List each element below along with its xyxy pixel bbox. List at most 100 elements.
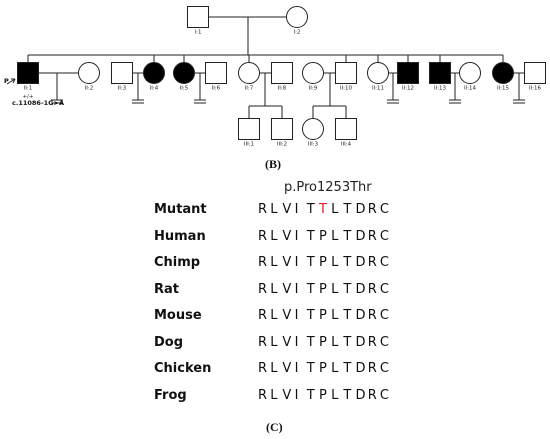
residue: L [270,281,278,297]
unaffected-female-symbol-ii-2 [78,62,100,84]
residue: R [258,387,268,403]
residue: L [270,228,278,244]
residue: T [306,334,315,350]
unaffected-male-symbol-iii-2 [271,118,293,140]
unaffected-male-symbol-ii-3 [111,62,133,84]
mutated-residue: T [318,202,327,217]
residue: T [343,255,352,270]
residue: L [331,334,339,350]
residue: C [379,387,389,403]
individual-id-ii-11: II:11 [372,86,384,92]
proband-marker: P [4,77,9,85]
residue: R [258,361,268,376]
residue: P [318,308,327,323]
individual-id-iii-1: III:1 [244,142,254,148]
individual-id-ii-7: II:7 [245,86,254,92]
individual-id-ii-2: II:2 [85,86,94,92]
residue: L [270,202,278,217]
residue: L [270,387,278,403]
residue: T [343,281,352,297]
residue: P [318,228,327,244]
unaffected-female-symbol-ii-11 [367,62,389,84]
residue: R [367,361,377,376]
residue: D [355,228,366,244]
individual-id-iii-4: III:4 [341,142,352,148]
unaffected-male-symbol-i-1 [187,6,209,28]
residue: L [270,334,278,350]
residue: R [367,281,377,297]
species-label: Human [154,228,206,244]
residue: L [331,202,339,217]
residue: V [282,308,292,323]
residue: P [318,255,327,270]
affected-female-symbol-ii-5 [173,62,195,84]
residue: L [270,308,278,323]
residue: T [306,281,315,297]
individual-id-ii-16: II:16 [529,86,542,92]
species-label: Rat [154,281,179,297]
unaffected-male-symbol-ii-8 [271,62,293,84]
residue: D [355,255,366,270]
species-label: Chicken [154,361,212,376]
residue: V [282,255,292,270]
individual-id-ii-6: II:6 [212,86,221,92]
residue: C [379,228,389,244]
individual-id-iii-2: III:2 [277,142,287,148]
residue: T [306,308,315,323]
proband-arrow [6,78,16,85]
unaffected-male-symbol-ii-10 [335,62,357,84]
residue: R [367,387,377,403]
residue: T [306,202,315,217]
residue: I [294,334,299,350]
residue: R [258,202,268,217]
residue: C [379,334,389,350]
residue: I [294,308,299,323]
unaffected-female-symbol-iii-3 [302,118,324,140]
residue: D [355,308,366,323]
residue: T [343,202,352,217]
individual-id-ii-3: II:3 [118,86,127,92]
individual-id-ii-12: II:12 [402,86,414,92]
residue: D [355,387,366,403]
species-label: Mutant [154,202,207,217]
residue: T [343,228,352,244]
residue: L [331,387,339,403]
proband-genotype: +/+ [22,94,33,100]
residue: L [331,361,339,376]
species-label: Mouse [154,308,202,323]
species-label: Dog [154,334,184,350]
individual-id-ii-1: II:1 [24,86,33,92]
residue: V [282,202,292,217]
residue: L [331,281,339,297]
unaffected-male-symbol-iii-1 [238,118,260,140]
residue: I [294,202,299,217]
residue: R [258,255,268,270]
residue: L [331,308,339,323]
residue: V [282,361,292,376]
unaffected-male-symbol-iii-4 [335,118,357,140]
residue: I [294,255,299,270]
residue: I [294,361,299,376]
individual-id-ii-9: II:9 [309,86,318,92]
residue: I [294,228,299,244]
individual-id-ii-15: II:15 [497,86,510,92]
panel-b-label: (B) [265,157,281,171]
residue: L [331,255,339,270]
residue: R [367,255,377,270]
residue: T [306,255,315,270]
unaffected-female-symbol-i-2 [286,6,308,28]
unaffected-male-symbol-ii-16 [524,62,546,84]
proband-variant: c.11086-1G>A [12,99,64,107]
residue: C [379,281,389,297]
proband-arrowhead [11,78,16,84]
residue: C [379,255,389,270]
variant-label: p.Pro1253Thr [284,180,372,195]
residue: P [318,281,327,297]
unaffected-male-symbol-ii-6 [205,62,227,84]
residue: P [318,387,327,403]
residue: R [258,228,268,244]
